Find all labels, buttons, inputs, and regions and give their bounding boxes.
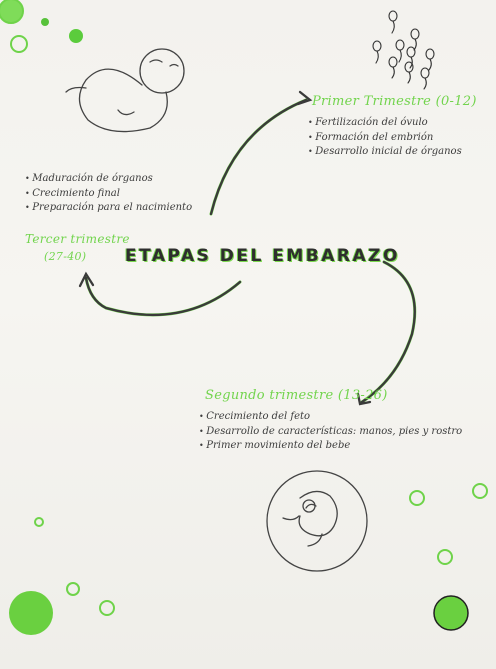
list-item: Crecimiento final — [25, 187, 192, 202]
page-title: ETAPAS DEL EMBARAZO — [125, 246, 400, 266]
list-item: Desarrollo inicial de órganos — [308, 145, 461, 160]
first-trimester-list: Fertilización del óvulo Formación del em… — [308, 116, 462, 160]
list-item: Fertilización del óvulo — [308, 116, 462, 131]
third-trimester-list: Maduración de órganos Crecimiento final … — [25, 172, 192, 216]
list-item: Crecimiento del feto — [199, 410, 462, 425]
list-item: Preparación para el nacimiento — [25, 201, 192, 216]
sperm-icon — [372, 10, 435, 90]
first-trimester-heading: Primer Trimestre (0-12) — [312, 94, 477, 109]
green-dot-icon — [0, 0, 488, 635]
third-trimester-range: (27-40) — [44, 250, 87, 263]
second-trimester-list: Crecimiento del feto Desarrollo de carac… — [199, 410, 462, 454]
list-item: Primer movimiento del bebe — [199, 439, 462, 454]
second-trimester-heading: Segundo trimestre (13-26) — [205, 388, 388, 403]
list-item: Maduración de órganos — [25, 172, 192, 187]
list-item: Formación del embrión — [308, 131, 462, 146]
third-trimester-heading: Tercer trimestre — [25, 232, 130, 246]
list-item: Desarrollo de características: manos, pi… — [199, 425, 462, 440]
fetus-icon — [266, 470, 368, 572]
flow-arrows — [78, 90, 417, 406]
baby-icon — [65, 48, 185, 133]
